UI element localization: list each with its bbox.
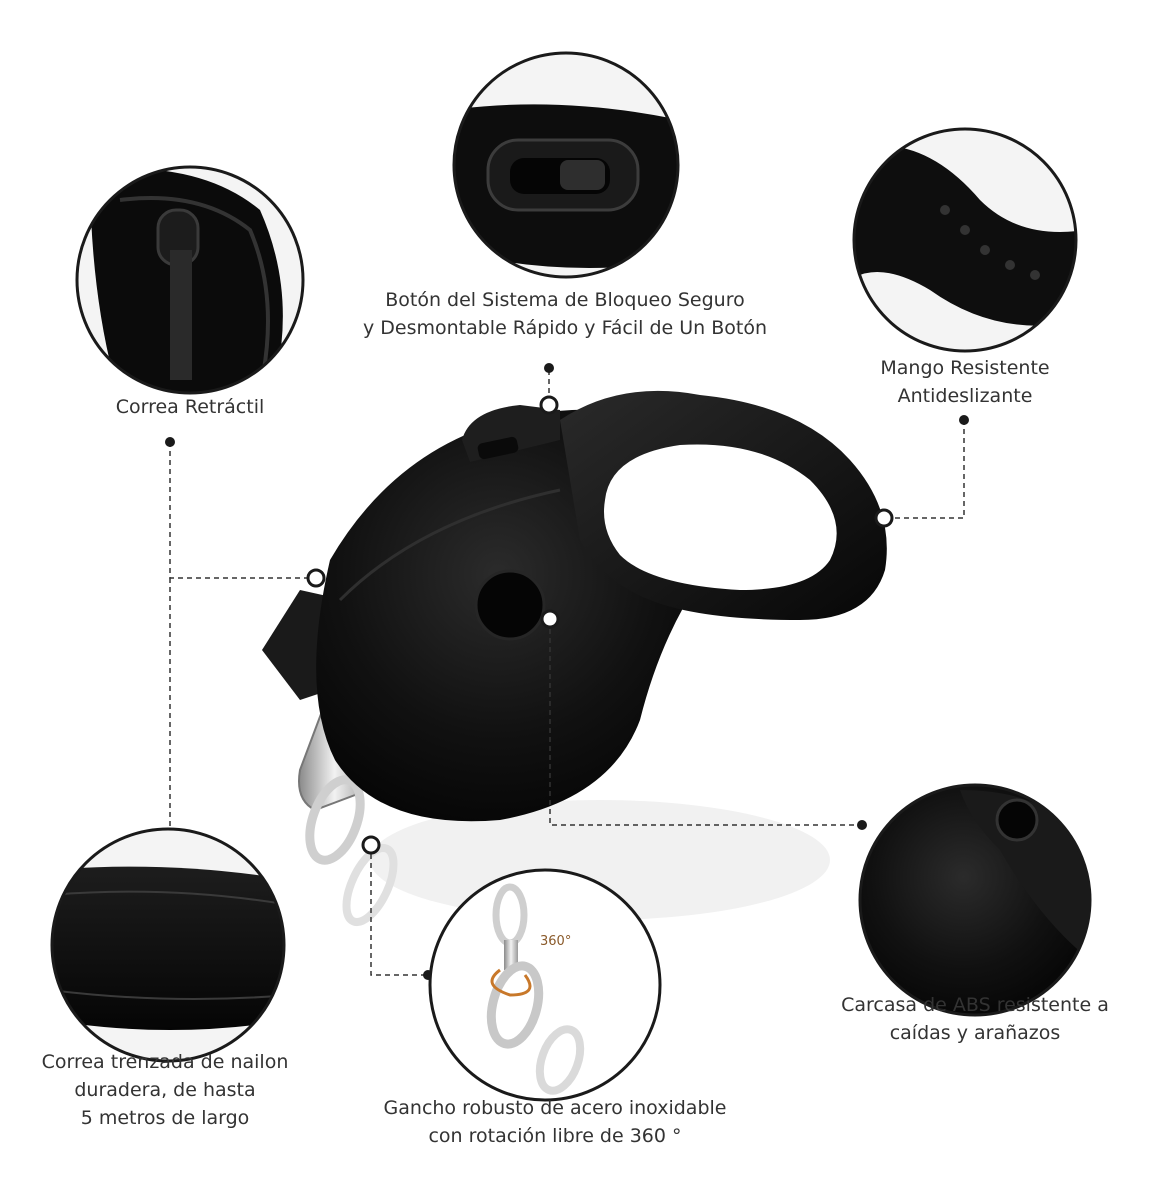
- detail-circle-retractable-strap: [75, 165, 305, 395]
- anchor-rings: [306, 395, 894, 855]
- label-retractable-strap: Correa Retráctil: [115, 396, 265, 418]
- detail-circle-lock-button: [452, 51, 680, 279]
- label-abs-shell: Carcasa de ABS resistente a caídas y ara…: [841, 994, 1109, 1044]
- retractable-leash-device: [262, 390, 887, 927]
- detail-circle-abs-shell: [858, 783, 1092, 1017]
- label-handle: Mango Resistente Antideslizante: [880, 357, 1050, 407]
- detail-circle-handle: [852, 127, 1078, 353]
- label-lock-button: Botón del Sistema de Bloqueo Seguro y De…: [362, 289, 768, 339]
- label-nylon-strap: Correa trenzada de nailon duradera, de h…: [41, 1051, 289, 1129]
- detail-circle-swivel-hook: 360°: [428, 868, 662, 1102]
- label-hook: Gancho robusto de acero inoxidable con r…: [383, 1097, 727, 1147]
- rotation-badge: 360°: [540, 934, 571, 949]
- detail-circle-nylon-strap: [50, 827, 286, 1063]
